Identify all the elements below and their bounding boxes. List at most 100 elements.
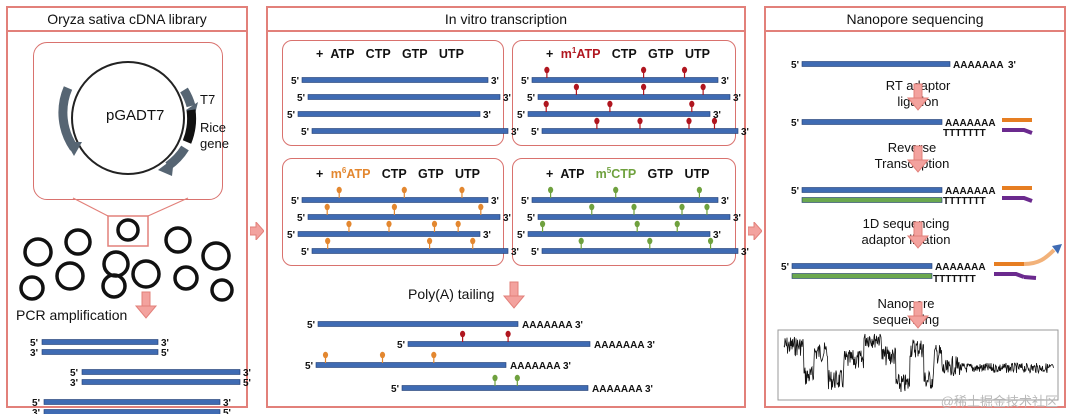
three-prime-label: 3' xyxy=(491,76,499,87)
mod-marker-icon xyxy=(427,237,433,245)
mod-marker-icon xyxy=(679,203,685,211)
motor-protein-icon xyxy=(1052,244,1062,254)
mod-marker-icon xyxy=(346,220,352,228)
polya-tail: AAAAAAA xyxy=(945,118,996,129)
reaction-header-plain: + ATP CTP GTP UTP xyxy=(316,47,464,61)
rna-strand xyxy=(537,214,731,220)
rna-strand xyxy=(43,399,221,405)
three-prime-label: 3' xyxy=(503,93,511,104)
mod-marker-icon xyxy=(707,237,714,245)
plasmid-name: pGADT7 xyxy=(106,107,164,124)
rna-strand xyxy=(301,197,489,203)
mod-marker-icon xyxy=(455,220,461,228)
rt-adaptor xyxy=(1002,118,1032,122)
sequencing-adaptor xyxy=(1023,275,1037,280)
library-panel-svg: pGADT7 T7 Rice gene PCR a xyxy=(16,61,251,414)
five-prime-label: 5' xyxy=(531,127,539,138)
mod-marker-icon xyxy=(325,237,331,245)
rna-strand xyxy=(301,77,489,83)
three-prime-label: 3' xyxy=(721,76,729,87)
rna-strand xyxy=(407,341,591,347)
five-prime-label: 5' xyxy=(791,118,799,129)
five-prime-label: 5' xyxy=(297,93,305,104)
five-prime-label: 5' xyxy=(391,384,399,395)
rna-strand xyxy=(537,94,731,100)
rna-strand xyxy=(311,128,509,134)
three-prime-label: 3' xyxy=(161,338,169,349)
polya-label: Poly(A) tailing xyxy=(408,286,494,302)
mod-marker-icon xyxy=(637,117,643,125)
rna-strand xyxy=(81,369,241,375)
three-prime-label: 3' xyxy=(503,213,511,224)
mod-marker-icon xyxy=(634,220,640,228)
nanopore-panel-svg: RT adaptor ligation Reverse Transcriptio… xyxy=(777,60,1062,401)
mod-marker-icon xyxy=(704,203,710,211)
rna-strand xyxy=(307,214,501,220)
three-prime-label: 3' xyxy=(741,247,749,258)
mod-marker-icon xyxy=(578,237,584,245)
five-prime-label: 5' xyxy=(291,196,299,207)
five-prime-label: 5' xyxy=(291,76,299,87)
mod-marker-icon xyxy=(543,100,549,108)
five-prime-label: 5' xyxy=(305,361,313,372)
three-prime-label: 3' xyxy=(721,196,729,207)
plasmid-icon: pGADT7 T7 Rice gene xyxy=(58,61,229,176)
panel-arrow-icon xyxy=(250,222,264,240)
mod-marker-icon xyxy=(431,351,437,359)
plasmid-insert-1: Rice xyxy=(200,120,226,135)
five-prime-label: 5' xyxy=(521,76,529,87)
rna-strand xyxy=(81,379,241,385)
pcr-arrow-icon xyxy=(134,291,158,319)
rna-strand xyxy=(531,77,719,83)
three-prime-label: 3' xyxy=(741,127,749,138)
mod-marker-icon xyxy=(431,220,438,228)
pcr-label: PCR amplification xyxy=(16,307,127,323)
mod-marker-icon xyxy=(613,186,619,194)
mod-marker-icon xyxy=(686,117,692,125)
five-prime-label: 5' xyxy=(30,338,38,349)
rna-strand xyxy=(307,94,501,100)
five-prime-label: 5' xyxy=(301,127,309,138)
rna-strand xyxy=(41,349,159,355)
mod-marker-icon xyxy=(700,83,706,91)
mod-marker-icon xyxy=(478,203,484,211)
step-reverse-transcription-1: Reverse xyxy=(888,140,936,155)
rna-strand xyxy=(311,248,509,254)
mod-marker-icon xyxy=(324,203,330,211)
step-seq-adaptor-1: 1D sequencing xyxy=(863,216,950,231)
five-prime-label: 5' xyxy=(791,186,799,197)
polya-tail: AAAAAAA 3' xyxy=(594,340,655,351)
mod-marker-icon xyxy=(539,220,546,228)
five-prime-label: 5' xyxy=(287,230,295,241)
rna-strand xyxy=(297,111,481,117)
five-prime-label: 5' xyxy=(517,230,525,241)
mod-marker-icon xyxy=(607,100,613,108)
mod-marker-icon xyxy=(696,186,702,194)
mod-marker-icon xyxy=(336,186,342,194)
rt-adaptor xyxy=(994,272,1025,279)
three-prime-label: 3' xyxy=(483,110,491,121)
mod-marker-icon xyxy=(505,330,511,338)
three-prime-label: 3' xyxy=(70,378,78,389)
plasmid-promoter: T7 xyxy=(200,92,215,107)
rna-strand xyxy=(297,231,481,237)
five-prime-label: 5' xyxy=(517,110,525,121)
reaction-header-m6a: + m6ATP CTP GTP UTP xyxy=(316,166,480,181)
three-prime-label: 3' xyxy=(243,368,251,379)
mod-marker-icon xyxy=(641,83,647,91)
three-prime-label: 3' xyxy=(32,408,40,414)
rna-strand xyxy=(527,231,711,237)
plasmid-insert-2: gene xyxy=(200,136,229,151)
mod-marker-icon xyxy=(548,186,554,194)
five-prime-label: 5' xyxy=(301,247,309,258)
rna-strand xyxy=(541,128,739,134)
rna-strand xyxy=(401,385,589,391)
mod-marker-icon xyxy=(391,203,397,211)
five-prime-label: 5' xyxy=(397,340,405,351)
polya-tail: AAAAAAA xyxy=(935,262,986,273)
five-prime-label: 5' xyxy=(32,398,40,409)
three-prime-label: 3' xyxy=(1008,60,1016,71)
three-prime-label: 3' xyxy=(511,247,519,258)
three-prime-label: 3' xyxy=(511,127,519,138)
nanopore-panel: Nanopore sequencing RT adaptor ligation … xyxy=(764,6,1066,408)
